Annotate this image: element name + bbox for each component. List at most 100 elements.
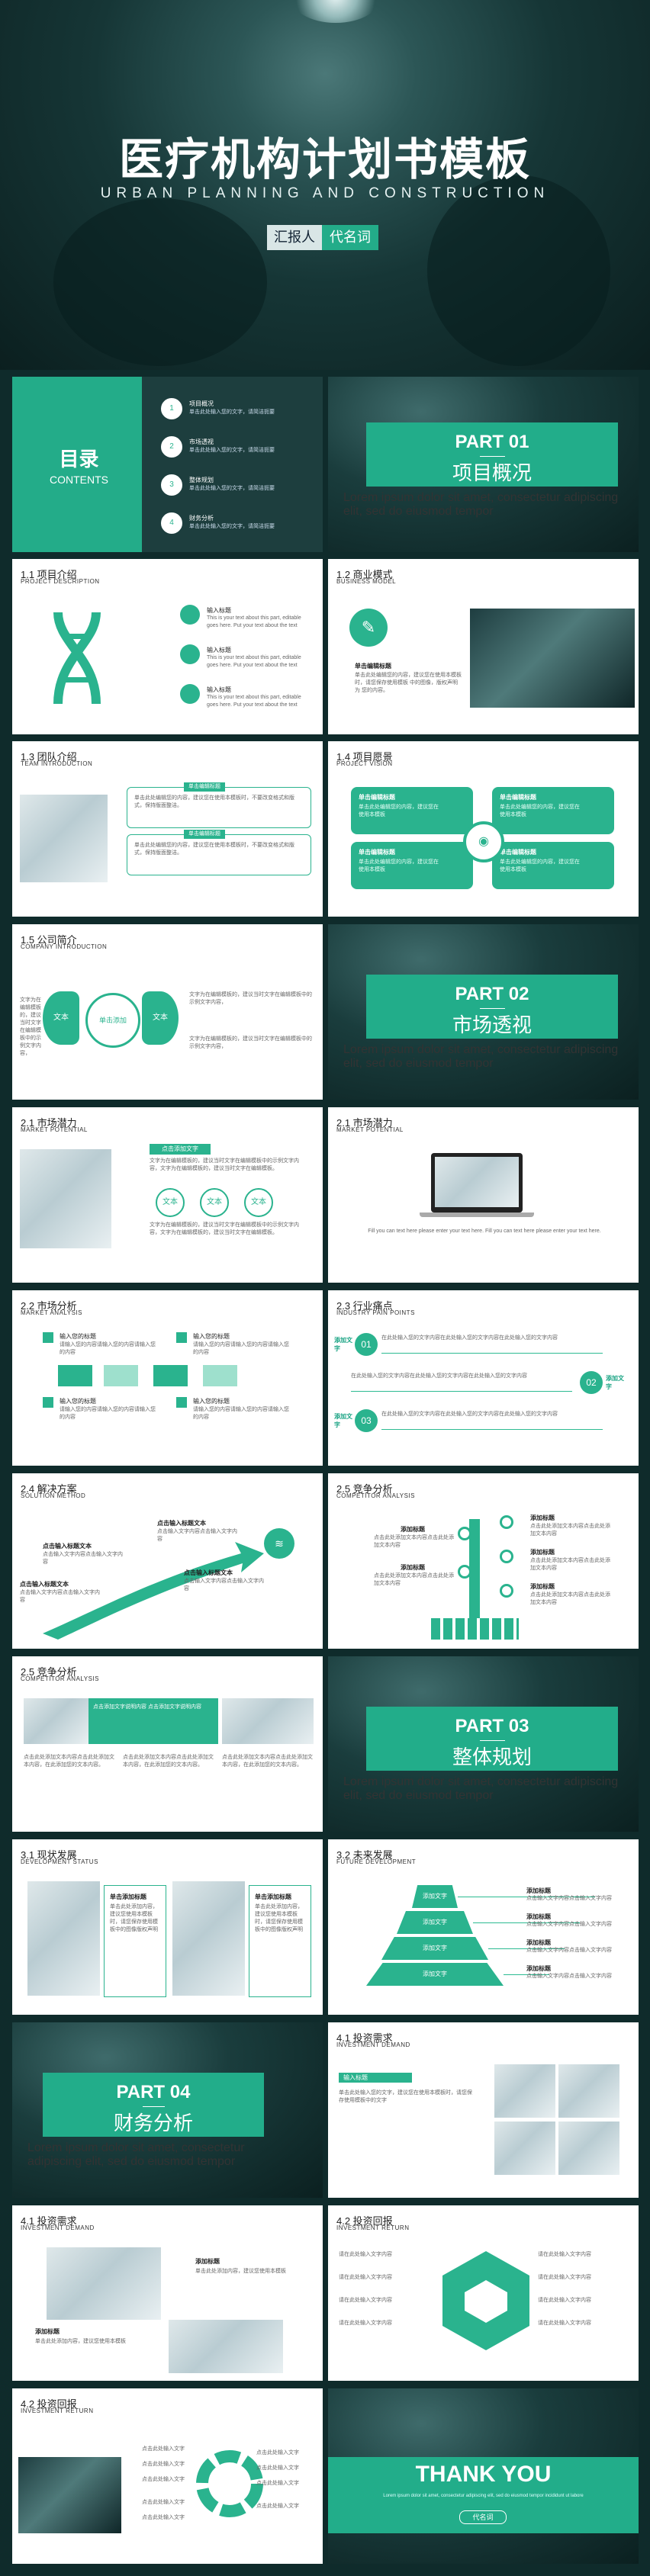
item-label: 添加标题: [530, 1583, 555, 1590]
slide-subtitle: BUSINESS MODEL: [336, 578, 397, 585]
slide-4-2b: 4.2 投资回报 INVESTMENT RETURN 点击此处输入文字点击此处输…: [12, 2388, 323, 2564]
presenter-button[interactable]: 代名词: [459, 2510, 507, 2524]
slide-4-2a: 4.2 投资回报 INVESTMENT RETURN 请在此处输入文字内容请在此…: [328, 2205, 639, 2381]
part2-number: PART 02: [455, 984, 529, 1004]
part3-title: 整体规划: [452, 1746, 532, 1768]
slide-title: 1.5 公司简介: [21, 934, 77, 946]
end-slide: THANK YOU Lorem ipsum dolor sit amet, co…: [328, 2388, 639, 2564]
item-desc: 点击输入文字内容点击输入文字内容: [526, 1896, 612, 1901]
item-desc: 单击此处编辑您的内容，建议您在使用本模板时，请您保存使用模板 中的图像，版权声明…: [355, 673, 462, 693]
col-text: 点击此处添加文本内容点击此处添加文本内容，在此添加您的文本内容。: [123, 1755, 214, 1768]
vision-block: [492, 787, 614, 834]
info-banner: 点击添加文字说明内容 点击添加文字说明内容: [88, 1698, 218, 1744]
node-marker: [500, 1515, 513, 1529]
item-label: 输入您的标题: [60, 1398, 96, 1405]
item-desc: 请在此处输入文字内容: [538, 2321, 591, 2326]
slide-1-3: 1.3 团队介绍 TEAM INTRODUCTION 单击编辑标题单击此处编辑您…: [12, 741, 323, 917]
part2-caption: Lorem ipsum dolor sit amet, consectetur …: [343, 1043, 619, 1070]
item-desc: 点击此处输入文字: [142, 2462, 185, 2467]
item-desc: 单击此处添加内容，建议您使用本模板时，请您保存使用模板中的图像版权声明: [255, 1904, 303, 1932]
item-desc: 文字为在编辑模板的，建议当时文字在编辑模板中的示例文字内容，文字为在编辑模板的，…: [150, 1222, 299, 1235]
item-label: 单击添加标题: [255, 1893, 291, 1900]
part1-banner: PART 01 项目概况: [366, 422, 618, 487]
slide-2-1a: 2.1 市场潜力 MARKET POTENTIAL 点击添加文字 文字为在编辑模…: [12, 1107, 323, 1283]
item-desc: 单击此处编辑您的内容，建议您在使用本模板: [500, 805, 580, 817]
bar-block: [153, 1365, 188, 1386]
slide-subtitle: COMPETITOR ANALYSIS: [336, 1492, 416, 1499]
doctor-photo: [27, 1881, 100, 1996]
item-desc: 单击此处添加内容，建议您使用本模板: [35, 2339, 126, 2344]
divider: [142, 2106, 165, 2107]
toc-item-title[interactable]: 项目概况: [189, 400, 214, 407]
pyramid-level: [412, 1885, 458, 1908]
connector-line: [473, 1922, 580, 1923]
square-marker: [176, 1332, 187, 1343]
item-desc: 点击此处添加文本内容点击此处添加文本内容: [530, 1524, 610, 1537]
step-desc: 在此处输入您的文字内容在此处输入您的文字内容在此处输入您的文字内容: [351, 1373, 527, 1379]
slide-subtitle: INVESTMENT RETURN: [21, 2407, 94, 2414]
slide-2-5b: 2.5 竞争分析 COMPETITOR ANALYSIS 点击添加文字说明内容 …: [12, 1656, 323, 1832]
item-label: 单击编辑标题: [355, 663, 391, 670]
medical-icon: [180, 644, 200, 664]
level-label: 添加文字: [423, 1971, 447, 1977]
item-label: 输入您的标题: [193, 1398, 230, 1405]
level-label: 添加文字: [423, 1945, 447, 1951]
part3-slide: PART 03 整体规划 Lorem ipsum dolor sit amet,…: [328, 1656, 639, 1832]
item-desc: 点击输入文字内容点击输入文字内容: [526, 1948, 612, 1953]
laptop-base: [420, 1213, 534, 1217]
step-label: 添加文字: [606, 1375, 624, 1390]
slide-title: 2.5 竞争分析: [336, 1483, 393, 1495]
toc-item-title[interactable]: 财务分析: [189, 515, 214, 522]
item-desc: 单击此处添加内容，建议您使用本模板: [195, 2269, 286, 2274]
item-label: 单击编辑标题: [184, 830, 225, 839]
item-desc: 点击此处输入文字: [256, 2465, 299, 2471]
divider: [351, 1391, 572, 1392]
item-label: 点击输入标题文本: [43, 1543, 92, 1550]
item-label: 单击编辑标题: [500, 794, 536, 801]
connector-line: [504, 1974, 549, 1975]
slide-subtitle: PROJECT DESCRIPTION: [21, 578, 100, 585]
toc-item-title[interactable]: 整体规划: [189, 477, 214, 483]
edit-icon: ✎: [349, 609, 388, 647]
item-label: 点击输入标题文本: [20, 1581, 69, 1588]
toc-number: 3: [161, 474, 182, 496]
doctor-photo: [24, 1698, 88, 1744]
vision-block: [492, 842, 614, 889]
slide-title: 4.2 投资回报: [21, 2398, 77, 2410]
item-desc: 点击此处输入文字: [142, 2446, 185, 2452]
slide-title: 4.2 投资回报: [336, 2215, 393, 2227]
part4-number: PART 04: [116, 2082, 191, 2102]
item-label: 添加标题: [401, 1526, 425, 1533]
slide-subtitle: COMPETITOR ANALYSIS: [21, 1675, 100, 1682]
square-marker: [43, 1397, 53, 1408]
item-label: 输入标题: [339, 2073, 412, 2083]
toc-panel: [12, 377, 146, 552]
slide-3-1: 3.1 现状发展 DEVELOPMENT STATUS 单击添加标题 单击此处添…: [12, 1839, 323, 2015]
ring-chart: [196, 2450, 263, 2517]
slide-title: 2.1 市场潜力: [336, 1117, 393, 1129]
toc-item-title[interactable]: 市场透视: [189, 438, 214, 445]
growth-arrow: [43, 1542, 264, 1640]
slide-title: 2.1 市场潜力: [21, 1117, 77, 1129]
toc-item-desc: 单击此处输入您的文字，请简洁扼要: [189, 524, 275, 529]
item-label: 点击输入标题文本: [184, 1569, 233, 1576]
vision-block: [351, 842, 473, 889]
text-circle: 文本: [244, 1188, 273, 1217]
medical-icon: [180, 684, 200, 704]
toc-item-desc: 单击此处输入您的文字，请简洁扼要: [189, 448, 275, 453]
doctor-photo: [20, 795, 108, 882]
slide-title: 1.4 项目愿景: [336, 751, 393, 763]
side-text: 文字为在编辑模板的，建议当时文字在编辑模板中的示例文字内容，: [189, 992, 312, 1005]
item-desc: 点击此处输入文字: [142, 2500, 185, 2505]
doctor-photo: [558, 2064, 619, 2118]
slide-subtitle: MARKET ANALYSIS: [21, 1309, 83, 1316]
item-desc: 请在此处输入文字内容: [538, 2252, 591, 2257]
divider: [381, 1353, 603, 1354]
step-number: 01: [355, 1333, 378, 1356]
part2-title: 市场透视: [452, 1013, 532, 1036]
part4-slide: PART 04 财务分析 Lorem ipsum dolor sit amet,…: [12, 2022, 323, 2198]
item-desc: 点击输入文字内容点击输入文字内容: [526, 1974, 612, 1979]
part1-title: 项目概况: [452, 461, 532, 484]
team-photo: [169, 2320, 283, 2373]
